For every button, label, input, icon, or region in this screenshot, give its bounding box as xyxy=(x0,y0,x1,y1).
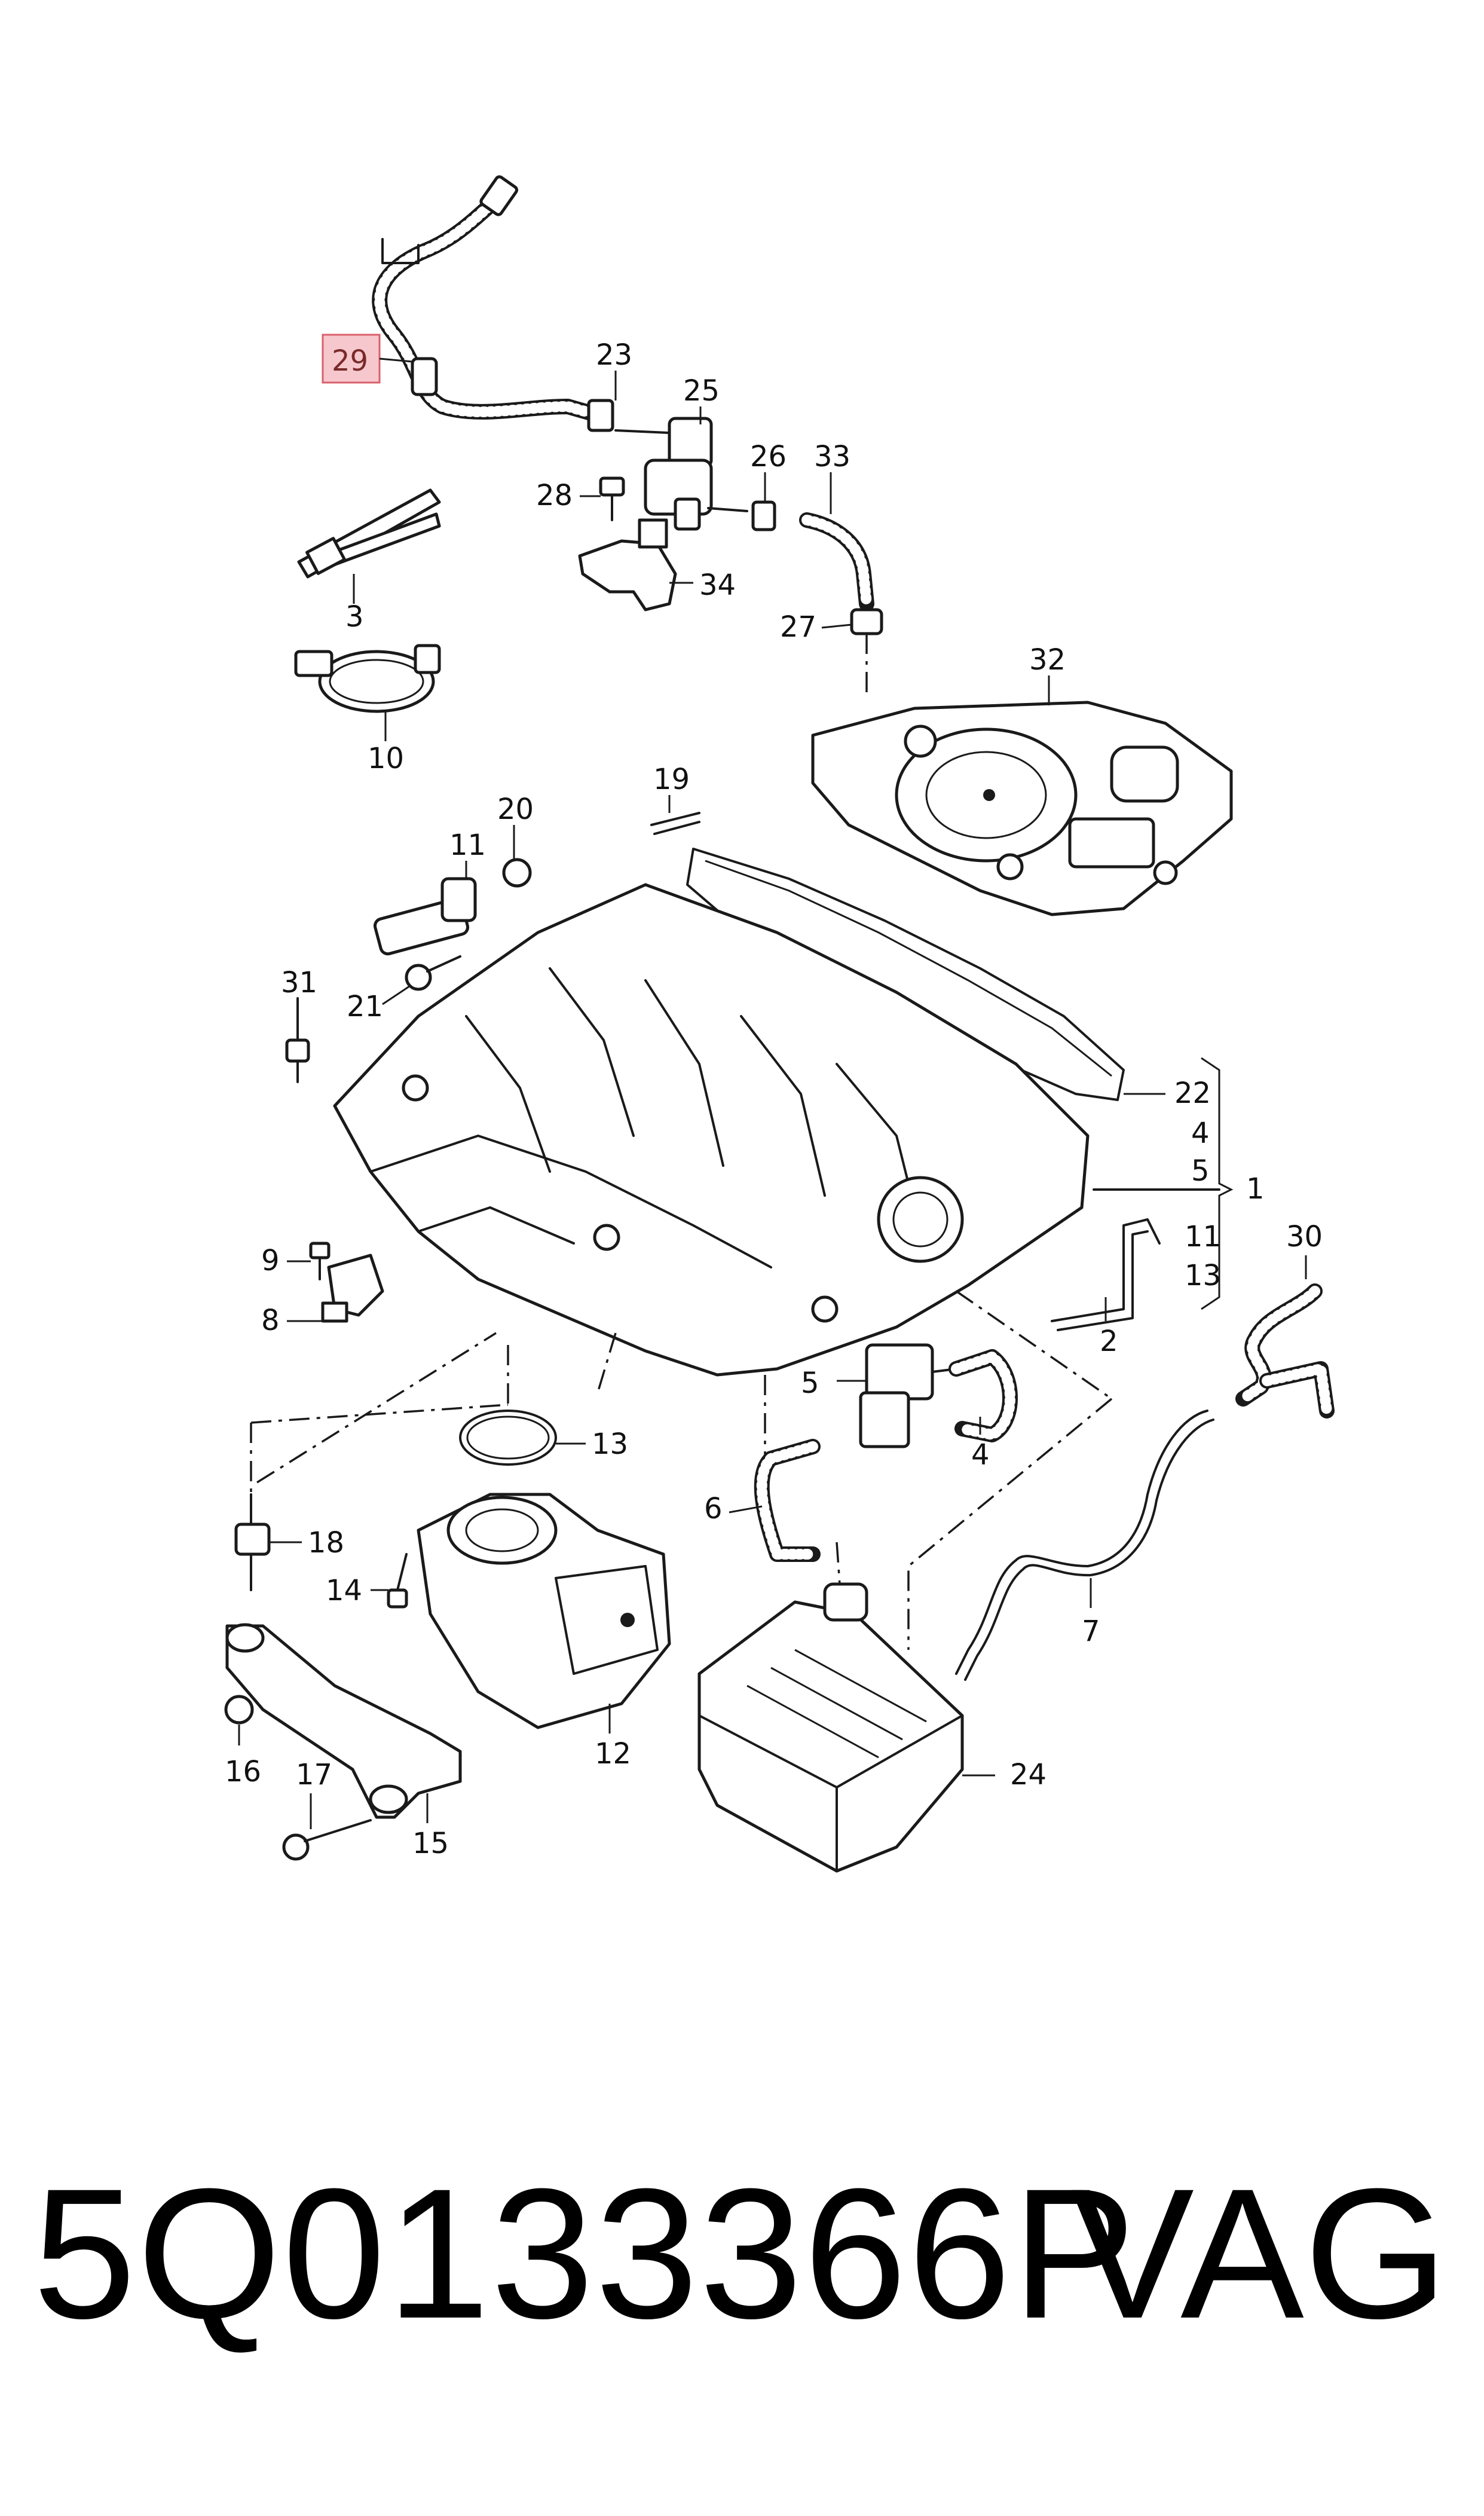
part-25-valve[interactable] xyxy=(614,406,748,531)
part-15-bracket[interactable] xyxy=(225,1623,462,1823)
callout-24[interactable]: 24 xyxy=(1010,1758,1047,1792)
callout-14[interactable]: 14 xyxy=(326,1574,362,1607)
callout-12[interactable]: 12 xyxy=(595,1737,631,1771)
callout-1[interactable]: 1 xyxy=(1246,1172,1265,1206)
callout-16[interactable]: 16 xyxy=(225,1755,261,1789)
part-23-clamp[interactable] xyxy=(587,371,617,432)
callout-7[interactable]: 7 xyxy=(1082,1615,1100,1648)
part-5-valve[interactable] xyxy=(837,1343,957,1448)
callout-9[interactable]: 9 xyxy=(261,1244,280,1277)
part-11-sensor[interactable] xyxy=(373,861,477,956)
part-34-bracket[interactable] xyxy=(578,518,693,612)
callout-bracket-1 xyxy=(1201,1057,1234,1310)
callout-26[interactable]: 26 xyxy=(750,440,787,473)
callout-17[interactable]: 17 xyxy=(296,1758,332,1792)
callout-21[interactable]: 21 xyxy=(347,990,383,1023)
part-7-hose[interactable] xyxy=(955,1410,1214,1681)
part-13-seal[interactable] xyxy=(459,1410,586,1466)
callout-22[interactable]: 22 xyxy=(1174,1077,1211,1110)
part-number: 5Q0133366P xyxy=(33,2150,1137,2357)
callout-34[interactable]: 34 xyxy=(699,568,736,602)
callout-18[interactable]: 18 xyxy=(308,1526,344,1560)
part-9-bolt[interactable] xyxy=(287,1242,331,1280)
part-18-stud[interactable] xyxy=(234,1493,302,1591)
callout-25[interactable]: 25 xyxy=(683,374,720,408)
part-10-clamp[interactable] xyxy=(294,644,441,741)
callout-11-upper[interactable]: 11 xyxy=(449,829,486,862)
part-29-breather-hose[interactable] xyxy=(372,175,596,420)
callout-3[interactable]: 3 xyxy=(345,600,364,634)
callout-10[interactable]: 10 xyxy=(368,742,404,775)
part-4-hose[interactable] xyxy=(948,1349,1018,1442)
callout-4-lower[interactable]: 4 xyxy=(971,1438,990,1472)
part-24-air-filter-housing[interactable] xyxy=(697,1582,995,1873)
callout-11-lower[interactable]: 11 xyxy=(1185,1220,1221,1254)
callout-13-upper[interactable]: 13 xyxy=(1185,1259,1221,1292)
callout-30[interactable]: 30 xyxy=(1286,1220,1323,1254)
callout-33[interactable]: 33 xyxy=(814,440,850,473)
part-31-sensor[interactable] xyxy=(285,997,310,1083)
callout-2[interactable]: 2 xyxy=(1100,1325,1118,1358)
footer: 5Q0133366P VAG xyxy=(0,2128,1484,2379)
callout-19[interactable]: 19 xyxy=(653,763,690,796)
part-2-hose[interactable] xyxy=(1051,1218,1161,1331)
part-12-throttle-body[interactable] xyxy=(417,1493,671,1734)
part-32-cover[interactable] xyxy=(811,675,1233,916)
part-21-bolt[interactable] xyxy=(382,955,461,1005)
callout-6[interactable]: 6 xyxy=(704,1492,723,1526)
part-27-clamp[interactable] xyxy=(821,608,883,693)
part-20-nut[interactable] xyxy=(502,825,532,888)
part-14-bolt[interactable] xyxy=(371,1553,408,1609)
callout-15[interactable]: 15 xyxy=(412,1827,449,1860)
callout-28[interactable]: 28 xyxy=(536,479,573,512)
part-19-stud[interactable] xyxy=(650,795,700,835)
callout-23[interactable]: 23 xyxy=(596,338,632,372)
callout-5-upper[interactable]: 5 xyxy=(1191,1154,1210,1188)
exploded-parts-diagram: 29 23 25 26 33 28 34 27 3 10 32 19 20 11… xyxy=(224,175,1335,1873)
part-28-screw[interactable] xyxy=(580,476,625,521)
part-33-hose[interactable] xyxy=(799,472,874,612)
part-3-cable-tie[interactable] xyxy=(297,488,441,604)
callout-31[interactable]: 31 xyxy=(281,966,317,999)
callout-29[interactable]: 29 xyxy=(332,344,368,378)
part-30-hose[interactable] xyxy=(1235,1255,1335,1419)
callout-labels: 29 23 25 26 33 28 34 27 3 10 32 19 20 11… xyxy=(225,338,1323,1860)
part-29-highlight-box xyxy=(322,334,381,384)
part-8-sensor[interactable] xyxy=(287,1254,384,1323)
part-16-nut[interactable] xyxy=(224,1695,254,1745)
callout-20[interactable]: 20 xyxy=(497,793,534,826)
callout-32[interactable]: 32 xyxy=(1029,643,1066,677)
assembly-lines xyxy=(250,1290,1113,1650)
part-26-clamp[interactable] xyxy=(751,472,776,531)
part-1-intake-manifold[interactable] xyxy=(333,883,1220,1377)
callout-5-lower[interactable]: 5 xyxy=(801,1366,819,1400)
callout-4-upper[interactable]: 4 xyxy=(1191,1117,1210,1150)
callout-8[interactable]: 8 xyxy=(261,1304,280,1337)
callout-27[interactable]: 27 xyxy=(780,610,816,644)
callout-13-lower[interactable]: 13 xyxy=(592,1427,628,1461)
brand-label: VAG xyxy=(1070,2150,1448,2357)
part-6-hose[interactable] xyxy=(729,1439,821,1562)
part-17-bolt[interactable] xyxy=(282,1793,372,1861)
